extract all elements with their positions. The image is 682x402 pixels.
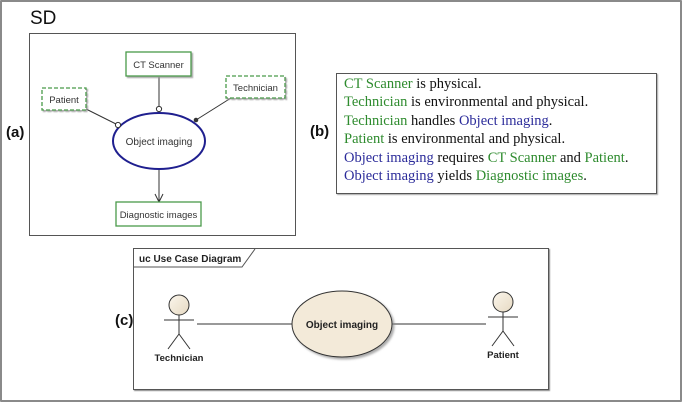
statement-line: Patient is environmental and physical. [344,130,656,148]
panel-c-use-case-diagram: uc Use Case Diagram Object imaging Techn… [133,248,549,390]
patient-node[interactable] [41,87,87,111]
statement-text: yields [433,168,476,185]
panel-a-sd-diagram: Object imaging CT Scanner Patient Techni… [29,33,296,236]
frame-header-border [134,248,256,268]
sd-title: SD [30,8,57,29]
label-b: (b) [310,123,330,140]
patient-connector [85,108,119,126]
entity-term: Patient [584,149,625,166]
technician-label: Technician [233,83,278,94]
entity-term: Patient [344,131,385,148]
open-circle-icon [155,105,163,113]
statement-line: CT Scanner is physical. [344,75,656,93]
process-term: Object imaging [458,112,549,129]
entity-term: CT Scanner [344,76,413,92]
entity-term: Technician [344,94,408,111]
sd-diagram-canvas: Object imaging CT Scanner Patient Techni… [41,51,286,227]
statement-text: is physical. [412,76,482,92]
statement-line: Object imaging requires CT Scanner and P… [344,149,656,167]
process-term: Object imaging [344,149,434,166]
actor-technician-label: Technician [155,353,204,364]
technician-connector [195,97,232,121]
statement-line: Technician is environmental and physical… [344,93,656,111]
entity-term: Technician [344,112,408,129]
statement-text: . [624,149,629,166]
actor-patient-icon[interactable] [488,291,518,347]
use-case-label: Object imaging [306,320,378,331]
label-c: (c) [115,312,134,329]
object-imaging-node[interactable] [112,112,206,170]
statement-text: and [556,149,585,166]
ct-scanner-node[interactable] [125,51,192,77]
statement-line: Object imaging yields Diagnostic images. [344,167,656,185]
filled-dot-icon [193,117,199,123]
statement-text: . [548,112,553,129]
panel-b-statements: CT Scanner is physical.Technician is env… [336,73,657,194]
statement-text: is environmental and physical. [384,131,566,148]
statement-line: Technician handles Object imaging. [344,112,656,130]
statement-text: handles [407,112,459,129]
diagnostic-images-label: Diagnostic images [120,210,198,221]
process-term: Object imaging [344,168,434,185]
statement-list: CT Scanner is physical.Technician is env… [344,75,656,185]
object-imaging-label: Object imaging [126,137,193,148]
actor-technician-icon[interactable] [164,294,194,350]
frame-title: uc Use Case Diagram [139,254,241,265]
diagnostic-images-node[interactable] [115,201,202,227]
entity-term: Diagnostic images [475,168,584,185]
use-case-object-imaging[interactable] [291,290,393,358]
statement-text: requires [433,149,488,166]
entity-term: CT Scanner [487,149,557,166]
patient-label: Patient [49,95,79,106]
statement-text: is environmental and physical. [407,94,589,111]
ct-scanner-label: CT Scanner [133,60,184,71]
technician-node[interactable] [225,75,286,99]
statement-text: . [583,168,587,185]
open-circle-icon [114,121,122,129]
use-case-canvas: uc Use Case Diagram Object imaging Techn… [134,248,520,364]
actor-patient-label: Patient [487,350,520,361]
label-a: (a) [6,124,25,141]
